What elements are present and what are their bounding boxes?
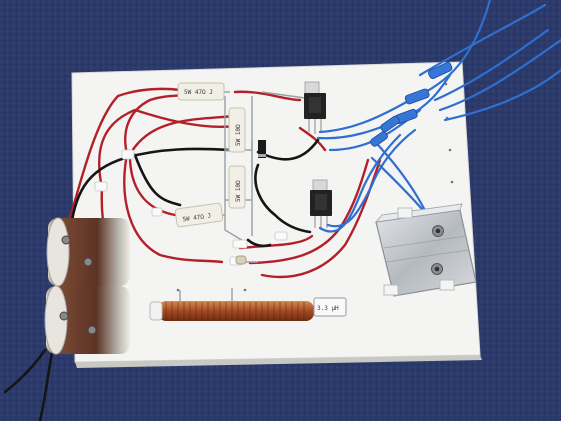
inductor-coil: 3.3 μH [149,288,347,321]
resistor-mid1-label: 5W 10Ω [235,124,242,146]
resistor-bottom: 5W 47Ω J [174,202,224,228]
resistor-mid2-label: 5W 10Ω [235,180,242,202]
resistor-mid1: 5W 10Ω [228,107,246,153]
resistor-top-label: 5W 47Ω J [184,89,213,96]
capacitor-upper [46,217,130,287]
resistor-bottom-label: 5W 47Ω J [182,212,212,223]
capacitor-lower [44,285,130,355]
alligator-clips [370,61,453,147]
resistor-mid2: 5W 10Ω [228,165,246,209]
heatsink-block [375,203,477,297]
small-glass-component [235,255,247,265]
diode [258,140,266,158]
coil-tag-label: 3.3 μH [317,305,339,312]
transistor-upper [304,81,326,134]
transistor-lower [310,179,332,230]
resistor-top: 5W 47Ω J [177,82,225,101]
